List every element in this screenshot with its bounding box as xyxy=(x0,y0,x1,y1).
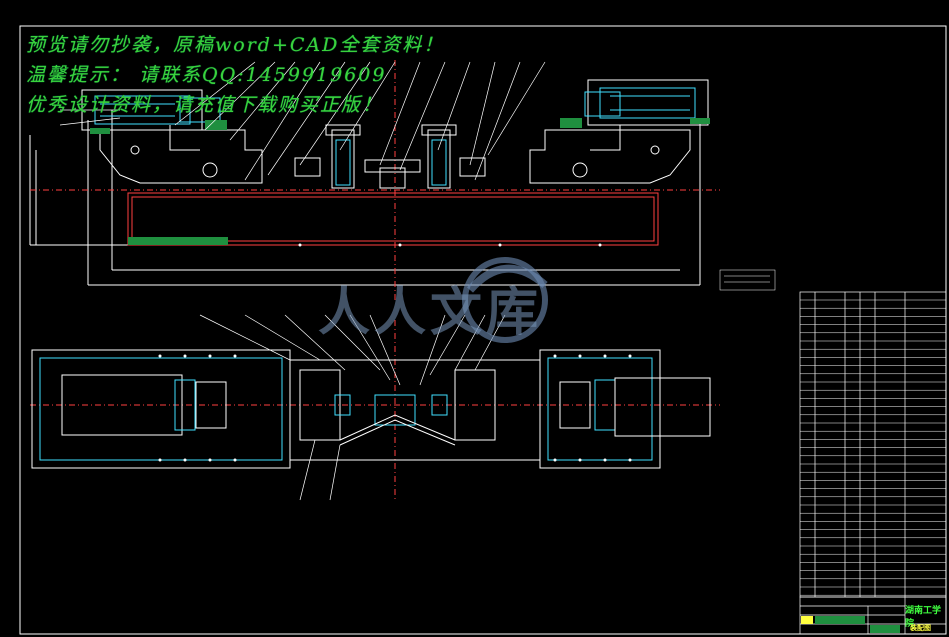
bolt-hole-markers xyxy=(158,243,632,462)
title-block-school-name: 湖南工学院 xyxy=(905,606,942,629)
watermark-line-3: 优秀设计资料，请充值下载购买正版！ xyxy=(26,94,384,116)
watermark-line-2: 温馨提示： 请联系QQ:1459919609 xyxy=(26,64,387,86)
parts-list-rows xyxy=(800,299,946,596)
title-block-drawing-label: 装配图 xyxy=(910,624,931,632)
plan-view xyxy=(30,314,720,501)
brand-logo-icon xyxy=(462,257,548,343)
front-elevation-view xyxy=(29,60,776,300)
watermark-line-1: 预览请勿抄袭，原稿word+CAD全套资料！ xyxy=(26,34,445,56)
title-block xyxy=(799,596,947,635)
parts-list-table xyxy=(799,291,947,598)
brand-logo-text: 人人文库 xyxy=(318,282,543,343)
